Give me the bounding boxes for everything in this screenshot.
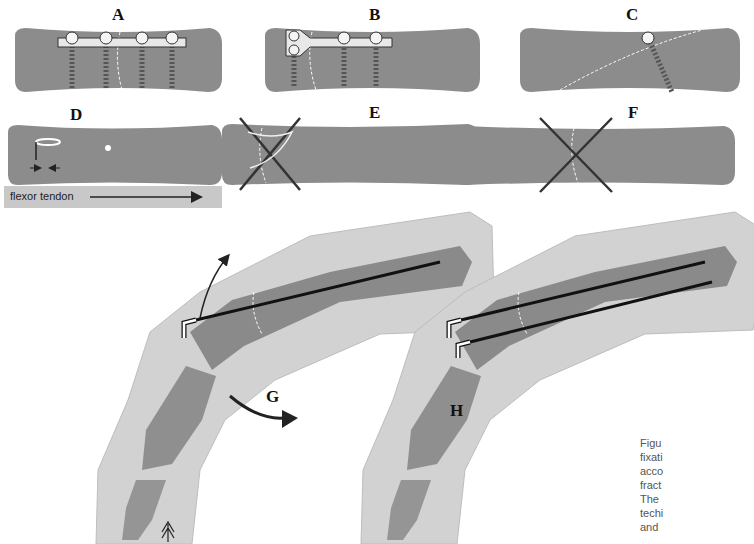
panel-letter: H <box>450 402 463 419</box>
panel-letter: A <box>112 6 124 23</box>
caption-fragment: The <box>640 494 659 505</box>
panel-letter: G <box>266 388 279 405</box>
panel-letter: E <box>369 104 380 121</box>
panel-letter: C <box>626 6 638 23</box>
caption-fragment: acco <box>640 466 663 477</box>
caption-fragment: fixati <box>640 452 663 463</box>
panel-letter: D <box>70 106 82 123</box>
caption-fragment: Figu <box>640 438 661 449</box>
tendon-label: flexor tendon <box>10 191 74 202</box>
caption-fragment: fract <box>640 480 661 491</box>
caption-fragment: and <box>640 522 658 533</box>
caption-fragment: techi <box>640 508 663 519</box>
panel-letter: B <box>369 6 380 23</box>
panel-letter: F <box>628 104 638 121</box>
